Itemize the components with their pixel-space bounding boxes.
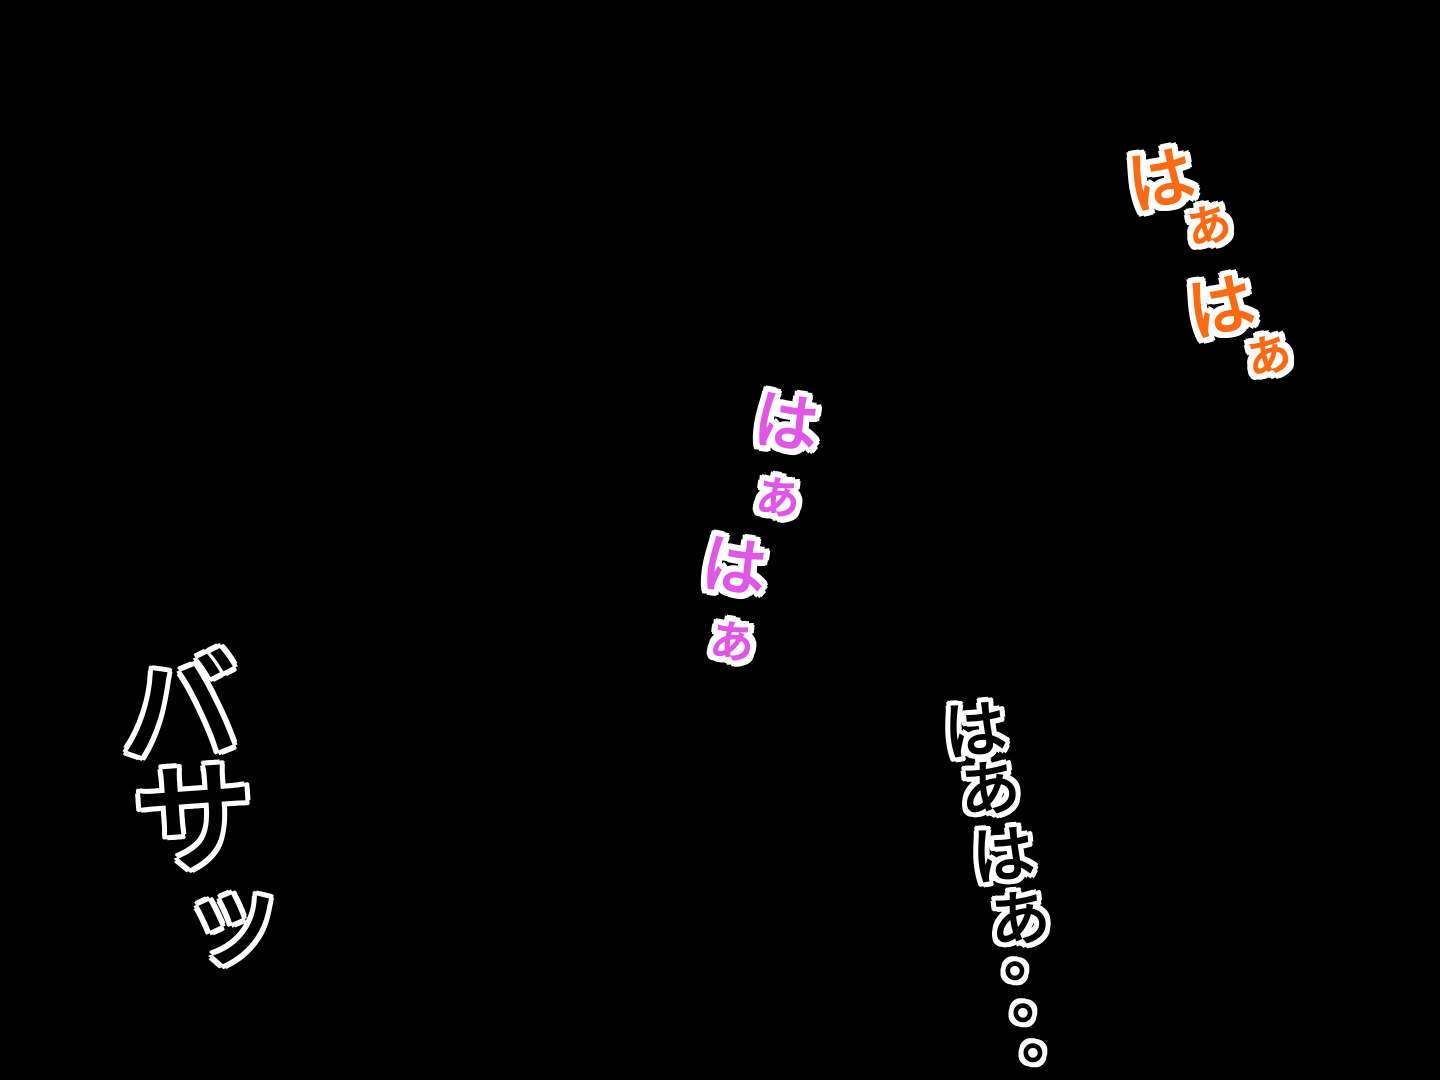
white-a-1: あ — [956, 752, 1024, 828]
white-period-1: 。 — [1004, 925, 1060, 990]
orange-small-a-2: ぁ — [1236, 319, 1300, 389]
pink-small-a-2: ぁ — [702, 606, 762, 674]
pink-ha-1: は — [749, 382, 823, 466]
pink-ha-2: は — [697, 526, 771, 610]
basatsu-small-tsu: ッ — [180, 857, 288, 982]
orange-small-a-1: ぁ — [1176, 189, 1240, 259]
white-ha-2: は — [968, 815, 1038, 896]
pink-small-a-1: ぁ — [748, 462, 808, 530]
white-period-2: 。 — [1012, 967, 1068, 1032]
white-period-3: 。 — [1022, 1007, 1078, 1072]
